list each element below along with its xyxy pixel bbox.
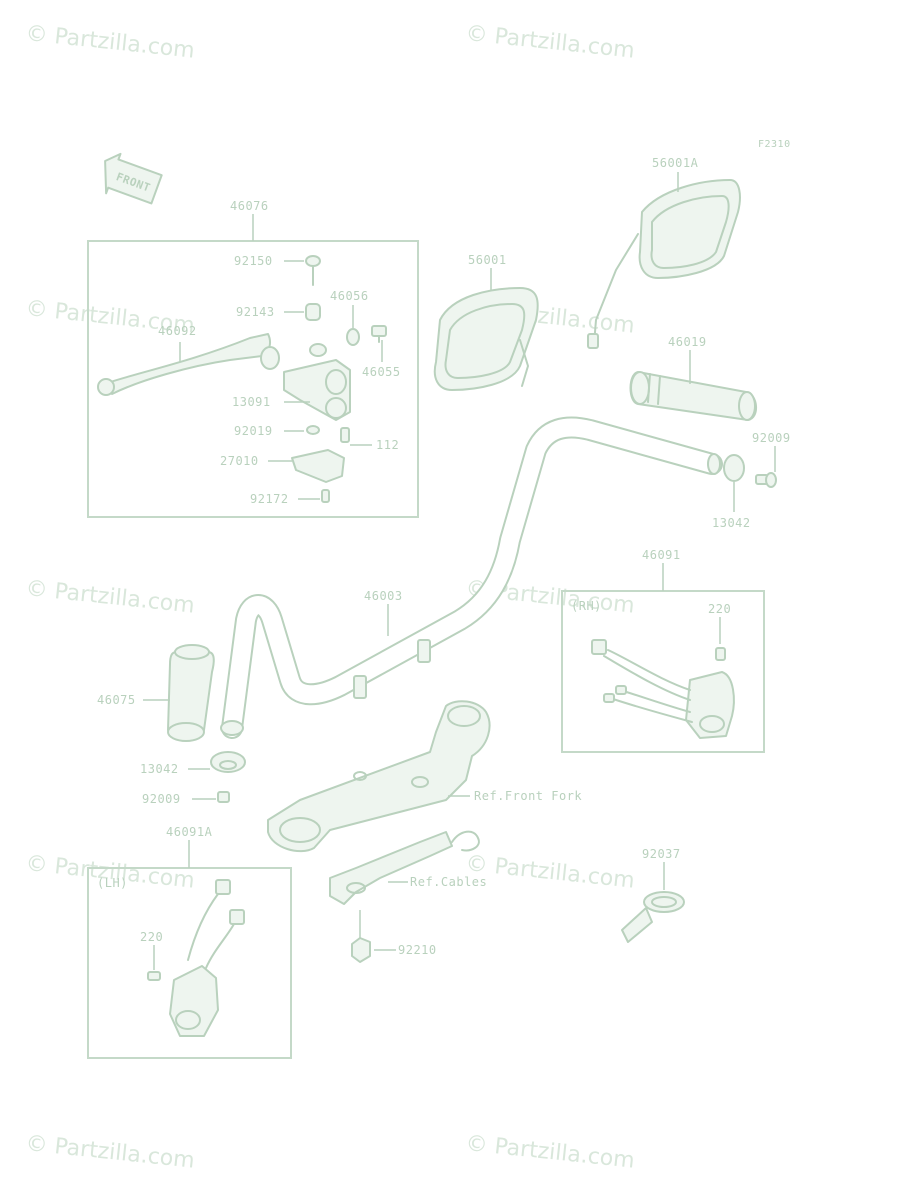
part-label-13091: 13091 <box>232 395 271 409</box>
ref-front-fork-label: Ref.Front Fork <box>474 789 582 803</box>
part-label-46076: 46076 <box>230 199 269 213</box>
part-label-92210: 92210 <box>398 943 437 957</box>
watermark: © Partzilla.com <box>24 1131 195 1174</box>
screw-220-right <box>715 647 726 661</box>
cable-bracket <box>329 830 480 905</box>
part-label-46056: 46056 <box>330 289 369 303</box>
part-label-56001: 56001 <box>468 253 507 267</box>
part-label-92009-left: 92009 <box>142 792 181 806</box>
screw-92009-left <box>217 791 230 803</box>
part-label-13042-right: 13042 <box>712 516 751 530</box>
watermark: © Partzilla.com <box>464 21 635 64</box>
watermarks: © Partzilla.com © Partzilla.com © Partzi… <box>24 21 635 1174</box>
grip-46075 <box>167 644 215 742</box>
clutch-lever-46092 <box>97 333 280 396</box>
part-label-46055: 46055 <box>362 365 401 379</box>
nut-92210 <box>351 910 371 963</box>
part-label-27010: 27010 <box>220 454 259 468</box>
fork-bracket <box>267 700 491 853</box>
part-label-220-left: 220 <box>140 930 163 944</box>
front-arrow-icon: FRONT <box>104 152 163 205</box>
part-label-92143: 92143 <box>236 305 275 319</box>
clamp-92037 <box>621 891 685 943</box>
screw-46055 <box>371 325 387 343</box>
watermark: © Partzilla.com <box>464 1131 635 1174</box>
rh-switch-housing <box>591 639 735 739</box>
switch-27010 <box>291 449 345 483</box>
part-label-13042-left: 13042 <box>140 762 179 776</box>
watermark: © Partzilla.com <box>464 851 635 894</box>
rh-switch-box <box>561 590 765 753</box>
screw-92009-right <box>755 472 777 488</box>
handlebar-46003 <box>220 416 723 739</box>
lh-switch-housing <box>169 879 245 1037</box>
mirror-56001 <box>433 287 539 391</box>
mirror-56001A <box>587 179 741 349</box>
throttle-grip-46019 <box>629 371 757 421</box>
rh-label: (RH) <box>571 599 602 613</box>
part-label-46019: 46019 <box>668 335 707 349</box>
nut-92019 <box>306 425 320 435</box>
washer-46056 <box>346 328 360 346</box>
lh-label: (LH) <box>97 876 128 890</box>
bolt-92150 <box>305 255 321 286</box>
part-label-92150: 92150 <box>234 254 273 268</box>
weight-13042-right <box>723 454 745 482</box>
watermark: © Partzilla.com <box>24 21 195 64</box>
figure-code: F2310 <box>758 139 791 150</box>
part-label-46092: 46092 <box>158 324 197 338</box>
part-label-46091A: 46091A <box>166 825 213 839</box>
lever-holder-13091 <box>283 343 351 421</box>
screw-92172 <box>321 489 330 503</box>
screw-112 <box>340 427 350 443</box>
ref-cables-label: Ref.Cables <box>410 875 487 889</box>
part-label-46003: 46003 <box>364 589 403 603</box>
part-label-92009-right: 92009 <box>752 431 791 445</box>
part-label-220-right: 220 <box>708 602 731 616</box>
weight-13042-left <box>210 751 246 773</box>
part-label-92037: 92037 <box>642 847 681 861</box>
part-label-92019: 92019 <box>234 424 273 438</box>
part-label-92172: 92172 <box>250 492 289 506</box>
watermark: © Partzilla.com <box>24 576 195 619</box>
screw-220-left <box>147 971 161 981</box>
part-label-112: 112 <box>376 438 399 452</box>
part-label-56001A: 56001A <box>652 156 699 170</box>
part-label-46091: 46091 <box>642 548 681 562</box>
part-label-46075: 46075 <box>97 693 136 707</box>
collar-92143 <box>305 303 321 321</box>
